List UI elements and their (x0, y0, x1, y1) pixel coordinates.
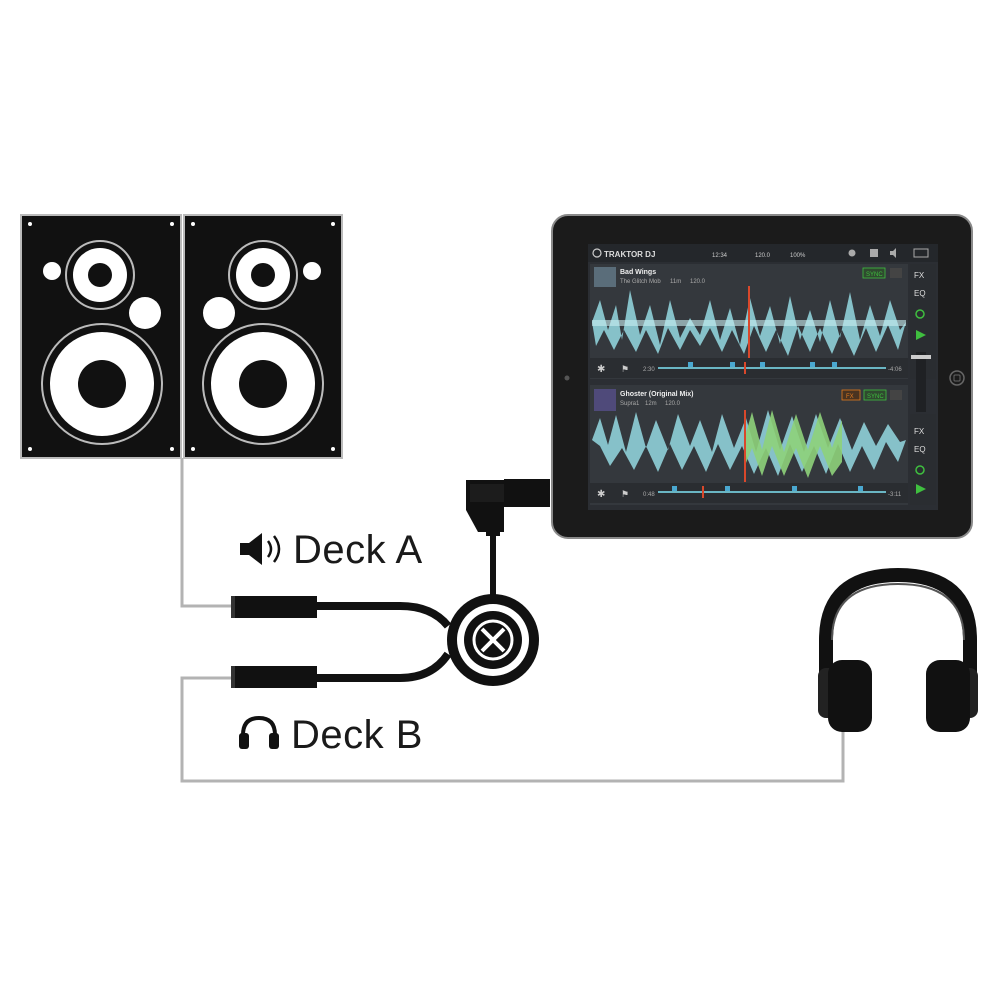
deck-b-artist: Supra1 (620, 401, 640, 407)
deck-b-play-icon[interactable] (916, 484, 926, 494)
deck-a-cue-icon[interactable] (915, 309, 925, 319)
speaker-icon (240, 533, 281, 565)
speaker-right (183, 214, 343, 459)
headphones (818, 567, 978, 732)
app-name: TRAKTOR DJ (604, 250, 655, 259)
status-battery: 100% (790, 253, 806, 259)
deck-b-title: Ghoster (Original Mix) (620, 391, 694, 398)
splitter (231, 594, 539, 688)
deck-b-side-controls: FX EQ (910, 414, 936, 505)
deck-a-remaining: -4:06 (888, 367, 902, 373)
layout-icon[interactable] (913, 248, 929, 258)
deck-b-label: Deck B (291, 713, 423, 757)
deck-b-playhead (744, 410, 746, 482)
deck-b-cue-marker (672, 486, 677, 491)
deck-a-bpm: 120.0 (690, 279, 706, 285)
deck-a-cover (594, 267, 616, 287)
deck-a-flag-icon[interactable]: ⚑ (621, 364, 629, 374)
deck-a-eq-button[interactable]: EQ (914, 289, 926, 298)
deck-b-remaining: -3:11 (888, 492, 902, 498)
deck-a-side-controls: FX EQ (910, 264, 936, 412)
speaker-wire (180, 458, 232, 608)
headphone-icon (239, 715, 279, 749)
deck-b-eq-button[interactable]: EQ (914, 445, 926, 454)
deck-a-sync-button[interactable] (862, 267, 886, 279)
deck-a-elapsed: 2:30 (643, 367, 655, 373)
deck-b-panel: Ghoster (Original Mix) Supra1 12m 120.0 … (590, 385, 908, 505)
crossfader[interactable] (916, 352, 926, 412)
deck-b-cue-icon[interactable] (915, 465, 925, 475)
deck-b-cover (594, 389, 616, 411)
deck-b-sync-label: SYNC (867, 394, 884, 400)
deck-a-play-icon[interactable] (916, 330, 926, 340)
deck-b-fx-button[interactable]: FX (914, 427, 925, 436)
traktor-logo-icon (592, 248, 602, 258)
volume-icon[interactable] (890, 248, 896, 258)
deck-b-key: 12m (645, 401, 657, 407)
deck-a-plug (231, 596, 317, 618)
app-status-bar: TRAKTOR DJ 12:34 120.0 100% (588, 244, 938, 262)
status-tempo: 120.0 (755, 253, 771, 259)
deck-a-playhead (748, 286, 750, 366)
deck-b-sync-button[interactable] (863, 389, 887, 401)
deck-a-cue-marker (688, 362, 693, 367)
deck-a-artist: The Glitch Mob (620, 279, 661, 285)
deck-b-snowflake-icon[interactable]: ✱ (597, 489, 605, 500)
browse-icon[interactable] (870, 249, 878, 257)
deck-b-fx-top-label: FX (846, 394, 854, 400)
deck-b-fx-top-button[interactable] (841, 389, 861, 401)
deck-a-label: Deck A (293, 528, 423, 572)
deck-b-plug (231, 666, 317, 688)
status-time: 12:34 (712, 253, 728, 259)
deck-b-flag-icon[interactable]: ⚑ (621, 489, 629, 499)
headphone-wire (180, 676, 845, 783)
deck-a-title: Bad Wings (620, 269, 656, 276)
deck-b-waveform-highlight (744, 410, 842, 478)
deck-a-key: 11m (670, 279, 681, 285)
info-icon[interactable] (848, 249, 856, 257)
deck-a-snowflake-icon[interactable]: ✱ (597, 364, 605, 375)
speaker-left (20, 214, 182, 459)
deck-a-sync-label: SYNC (866, 272, 883, 278)
deck-a-fx-button[interactable]: FX (914, 271, 925, 280)
tablet-cable (466, 479, 550, 598)
deck-b-elapsed: 0:48 (643, 492, 655, 498)
deck-b-bpm: 120.0 (665, 401, 681, 407)
deck-a-panel: Bad Wings The Glitch Mob 11m 120.0 SYNC … (590, 264, 908, 379)
traktor-logo-icon (472, 619, 514, 661)
